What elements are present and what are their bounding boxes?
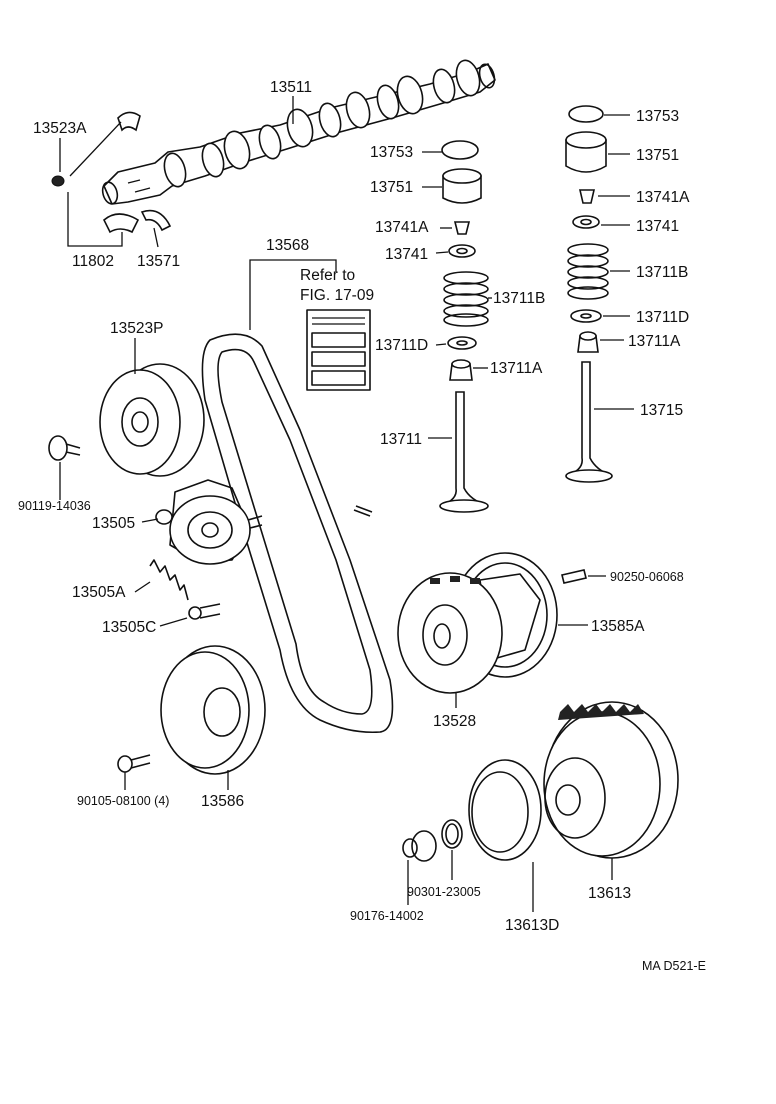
shim-right [568,105,604,123]
label-keeper-right: 13741A [636,189,690,206]
damper [543,701,679,859]
label-seal-left: 13711A [490,360,543,377]
label-bearing-set: 11802 [72,253,114,270]
label-camshaft: 13511 [270,79,312,96]
refer-text-1: Refer to [300,267,355,284]
timing-belt [201,333,394,734]
keeper-right [578,189,596,204]
label-retainer-right: 13741 [636,218,679,235]
seat-left [447,336,477,350]
crank-bolt [402,830,437,862]
label-cam-bearing-upper: 13523A [33,120,87,137]
label-thrust-washer: 13571 [137,253,180,270]
label-crank-washer: 90301-23005 [407,885,481,899]
label-pulley-bolt: 90119-14036 [18,499,91,513]
retainer-left [448,244,476,258]
label-valve-left: 13711 [380,431,422,448]
label-seal-right: 13711A [628,333,681,350]
retainer-right [572,215,600,229]
lifter-left [442,168,482,204]
label-spring-right: 13711B [636,264,688,281]
label-valve-right: 13715 [640,402,683,419]
seal-right [577,331,599,353]
label-cam-pulley: 13523P [110,320,163,337]
label-idler-spring: 13505A [72,584,126,601]
label-crank-bolt: 90176-14002 [350,909,424,923]
label-seat-right: 13711D [636,309,689,326]
valve-right [565,361,613,483]
dowel-pin-small [353,505,373,517]
idler-stud [188,603,221,620]
lifter-right [565,131,607,173]
label-keeper-left: 13741A [375,219,429,236]
label-seat-left: 13711D [375,337,428,354]
idler-pulley-2 [160,645,266,775]
figure-code: MA D521-E [642,959,706,973]
bearing-dowel [51,175,65,187]
dowel-pin [561,569,587,584]
label-idler-stud: 13505C [102,619,156,636]
label-damper-seal: 13613D [505,917,559,934]
idler-bolt [117,754,151,773]
shim-left [441,140,479,160]
camshaft [101,59,496,205]
label-damper: 13613 [588,885,631,902]
pulley-bolt [48,435,81,461]
belt-idler [155,479,263,565]
spring-left [443,271,489,327]
label-timing-belt: 13568 [266,237,309,254]
belt-instruction-sheet [306,309,371,391]
damper-seal [468,759,542,861]
label-pin: 90250-06068 [610,570,684,584]
label-lifter-left: 13751 [370,179,413,196]
label-idler-pulley-2: 13586 [201,793,244,810]
spring-right [567,243,609,300]
bearing-lower [103,209,172,234]
label-belt-idler: 13505 [92,515,135,532]
label-lifter-right: 13751 [636,147,679,164]
label-retainer-left: 13741 [385,246,428,263]
crank-pulley [397,572,503,694]
label-belt-guide: 13585A [591,618,645,635]
label-idler-bolt: 90105-08100 (4) [77,794,169,808]
seat-right [570,309,602,323]
crank-washer [441,819,463,849]
label-shim-left: 13753 [370,144,413,161]
valve-left [439,391,489,513]
cam-bearing-upper [117,111,141,132]
label-shim-right: 13753 [636,108,679,125]
keeper-left [453,221,471,235]
seal-left [449,359,473,381]
refer-text-2: FIG. 17-09 [300,287,374,304]
label-spring-left: 13711B [493,290,545,307]
label-crank-pulley: 13528 [433,713,476,730]
cam-pulley [99,363,205,477]
idler-spring [149,559,189,601]
